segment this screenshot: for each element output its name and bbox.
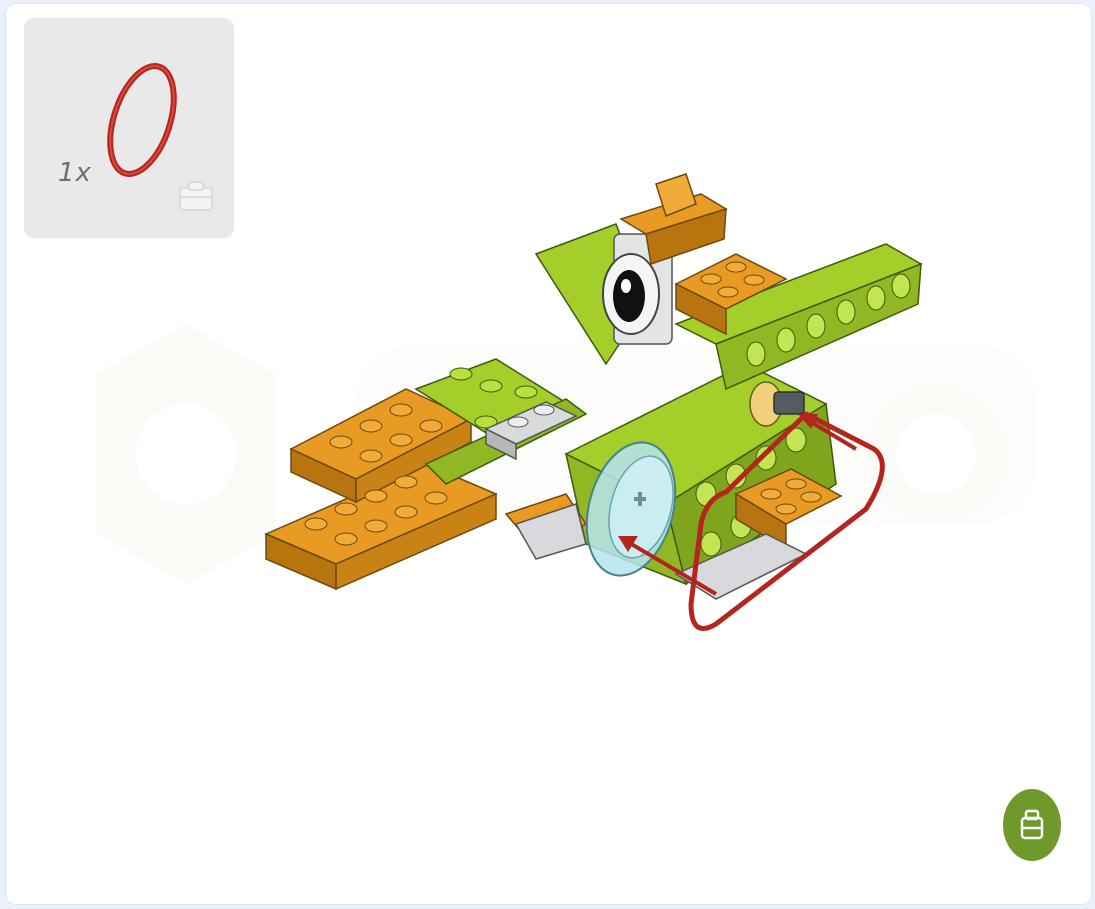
rubber-band-icon: [102, 58, 182, 183]
lego-bird-model: [246, 164, 926, 644]
left-wing-plates: [266, 389, 496, 589]
storage-case-button[interactable]: [1003, 789, 1061, 861]
instruction-canvas: 1x: [6, 4, 1091, 904]
parts-panel: 1x: [24, 18, 234, 238]
storage-case-icon: [178, 180, 214, 212]
part-quantity: 1x: [58, 158, 92, 188]
storage-case-icon: [1020, 809, 1044, 841]
